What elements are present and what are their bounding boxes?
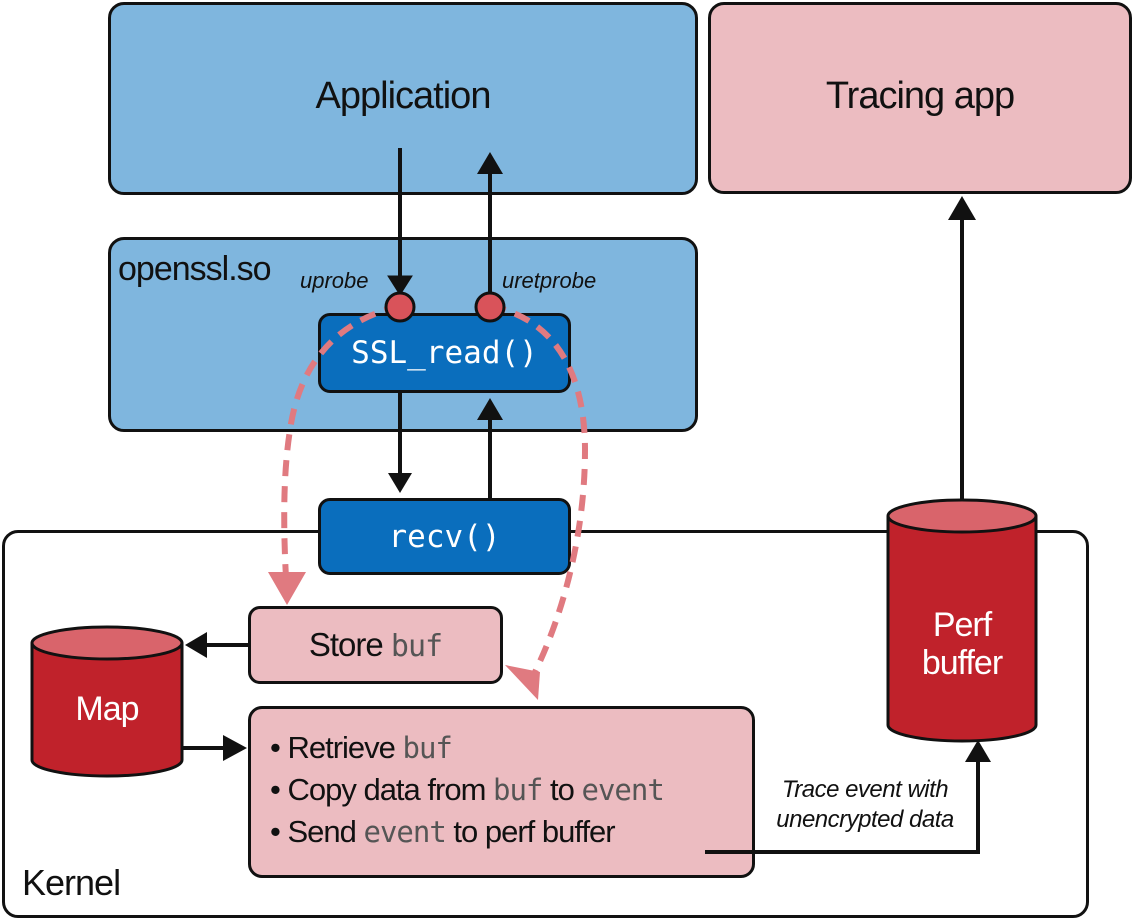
perf-buffer-line1: Perf [932,606,992,644]
bullet: • [270,730,288,765]
kernel-label: Kernel [22,862,121,903]
application-label: Application [315,75,492,117]
steps-box [248,706,755,878]
ssl-read-function: SSL_read() [318,313,571,393]
step-item: • Retrieve buf [270,727,664,769]
recv-function: recv() [318,498,571,575]
steps-list: • Retrieve buf• Copy data from buf to ev… [270,727,665,853]
trace-event-line2: unencrypted data [776,806,954,833]
uprobe-label: uprobe [300,268,369,293]
arrow-perf-to-tracing [948,196,976,500]
ssl-read-label: SSL_read() [351,335,538,371]
step-text: Retrieve [287,730,403,765]
bullet: • [270,772,288,807]
code-token: event [363,815,446,849]
store-buf-box: Store buf [248,606,503,684]
code-token: buf [402,731,453,765]
perf-buffer-line2: buffer [921,644,1003,682]
step-item: • Copy data from buf to event [270,769,665,811]
step-text: to [542,772,582,807]
buf-code: buf [390,629,443,664]
store-text: Store [308,626,384,663]
recv-label: recv() [388,518,501,555]
openssl-label: openssl.so [118,250,272,288]
tracing-app-label: Tracing app [825,74,1015,117]
step-item: • Send event to perf buffer [270,811,664,853]
uretprobe-label: uretprobe [502,268,597,293]
code-token: buf [493,773,543,807]
perf-buffer-label: Perf buffer [888,606,1036,682]
application-box: Application [108,2,698,195]
store-buf-text: Store buf [308,626,443,664]
step-text: Copy data from [287,772,494,807]
map-label: Map [75,690,139,728]
step-text: Send [287,814,364,849]
bullet: • [270,814,288,849]
trace-event-line1: Trace event with [781,776,949,803]
trace-event-label: Trace event with unencrypted data [765,775,965,835]
step-text: to perf buffer [445,814,615,849]
tracing-app-box: Tracing app [708,2,1132,194]
code-token: event [581,773,665,807]
